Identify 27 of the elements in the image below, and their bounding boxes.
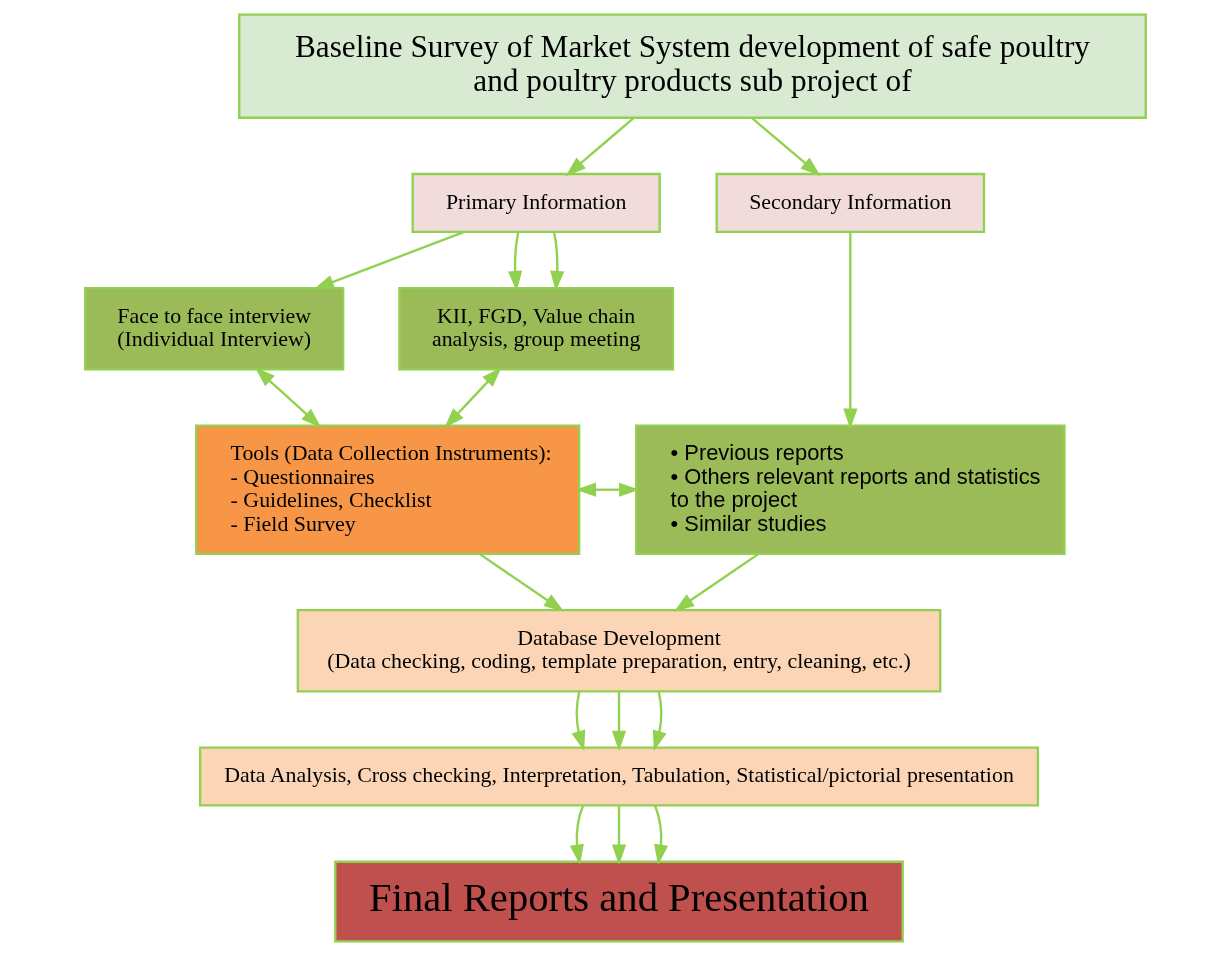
arrow	[550, 232, 565, 292]
arrow	[571, 691, 586, 751]
arrow	[611, 805, 627, 865]
arrow	[313, 230, 465, 290]
node-box: Data Analysis, Cross checking, Interpretation, Tabulation, Statistical/pictorial presentation	[198, 746, 1040, 807]
node-box: Tools (Data Collection Instruments): - Questionnaires - Guidelines, Checklist - Field Survey	[195, 424, 581, 555]
arrow	[575, 482, 640, 497]
node-box: Primary Information	[411, 172, 661, 233]
arrow	[569, 805, 585, 865]
node-box: • Previous reports • Others relevant reports and statistics to the project • Similar studies	[635, 424, 1066, 555]
arrow	[652, 691, 667, 751]
arrow	[673, 553, 759, 612]
arrow	[611, 691, 627, 752]
arrow	[254, 367, 322, 428]
node-box: Face to face interview (Individual Interview)	[84, 286, 345, 371]
arrow	[508, 232, 523, 292]
arrow	[565, 116, 635, 177]
arrow	[750, 116, 821, 177]
arrow	[843, 232, 858, 429]
arrow	[444, 367, 502, 428]
node-box: Baseline Survey of Market System development of safe poultry and poultry products sub project of	[238, 13, 1147, 119]
node-box: KII, FGD, Value chain analysis, group meeting	[398, 286, 675, 371]
node-box: Secondary Information	[715, 172, 986, 233]
node-box: Final Reports and Presentation	[334, 860, 904, 943]
arrow	[653, 805, 669, 865]
node-box: Database Development (Data checking, coding, template preparation, entry, cleaning, etc.)	[296, 608, 942, 693]
arrow	[479, 553, 565, 612]
